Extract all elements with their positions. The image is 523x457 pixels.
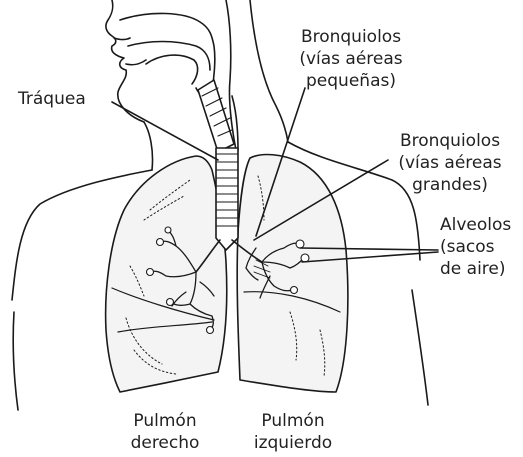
- alveoli-line-1: Alveolos: [440, 214, 511, 236]
- large-bronchioles-label: Bronquiolos (vías aéreas grandes): [388, 130, 512, 196]
- large-bronchioles-line-2: (vías aéreas: [388, 152, 512, 174]
- small-bronchioles-line-2: (vías aéreas: [286, 48, 416, 70]
- neck-back: [250, 0, 288, 142]
- left-lung-label: Pulmón izquierdo: [238, 410, 348, 454]
- tongue: [146, 55, 198, 84]
- alveoli-line-3: de aire): [440, 258, 511, 280]
- left-lung-line-1: Pulmón: [238, 410, 348, 432]
- torso-left-side: [412, 290, 428, 405]
- right-lung-line-2: derecho: [112, 432, 218, 454]
- left-lung-line-2: izquierdo: [238, 432, 348, 454]
- trachea: [216, 148, 238, 250]
- alveoli-line-2: (sacos: [440, 236, 511, 258]
- right-lung-label: Pulmón derecho: [112, 410, 218, 454]
- trachea-label-text: Tráquea: [18, 89, 86, 109]
- small-bronchioles-line-3: pequeñas): [286, 70, 416, 92]
- torso-right-side: [13, 312, 18, 410]
- nasal-cavity: [120, 13, 215, 92]
- trachea-leader: [112, 102, 218, 160]
- trachea-label: Tráquea: [18, 88, 86, 110]
- small-bronchioles-label: Bronquiolos (vías aéreas pequeñas): [286, 26, 416, 92]
- neck-front: [144, 122, 153, 170]
- large-bronchioles-line-1: Bronquiolos: [388, 130, 512, 152]
- mouth-line: [126, 60, 146, 65]
- nostril: [114, 38, 130, 40]
- large-bronchioles-line-3: grandes): [388, 174, 512, 196]
- right-lung: [106, 156, 227, 392]
- left-lung: [237, 155, 348, 392]
- right-lung-line-1: Pulmón: [112, 410, 218, 432]
- small-bronchioles-line-1: Bronquiolos: [286, 26, 416, 48]
- alveoli-label: Alveolos (sacos de aire): [440, 214, 511, 280]
